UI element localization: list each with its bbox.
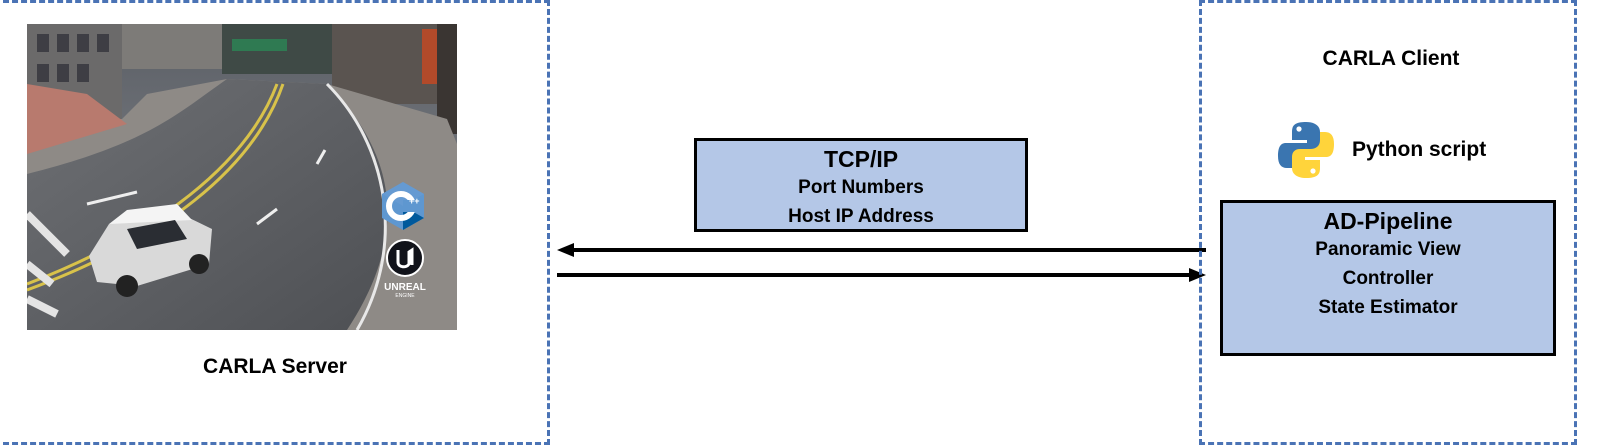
- tcp-ip-box: TCP/IP Port Numbers Host IP Address: [694, 138, 1028, 232]
- carla-client-panel: CARLA Client: [1199, 0, 1577, 445]
- unreal-engine-icon: [386, 239, 424, 277]
- carla-client-title: CARLA Client: [1322, 47, 1460, 70]
- carla-server-title: CARLA Server: [203, 355, 347, 378]
- python-script-label: Python script: [1352, 138, 1487, 161]
- unreal-engine-logo: UNREAL ENGINE: [377, 238, 433, 299]
- arrow-server-to-client: [557, 268, 1206, 282]
- carla-server-panel: CARLA Server: [0, 0, 550, 445]
- unreal-logo-text: UNREAL: [384, 282, 426, 293]
- carla-simulation-image: ++ UNREAL ENGINE: [27, 24, 457, 330]
- cpp-logo-icon: ++: [382, 182, 424, 230]
- arrow-client-to-server: [557, 243, 1206, 257]
- pipeline-item-state-estimator: State Estimator: [1318, 297, 1458, 318]
- unreal-logo-subtext: ENGINE: [395, 293, 415, 299]
- ad-pipeline-box: AD-Pipeline Panoramic View Controller St…: [1220, 200, 1556, 356]
- python-logo-icon: [1278, 122, 1334, 178]
- pipeline-item-panoramic-view: Panoramic View: [1315, 239, 1461, 260]
- tcp-ip-title: TCP/IP: [823, 146, 899, 172]
- host-ip-label: Host IP Address: [788, 206, 934, 227]
- svg-text:++: ++: [409, 196, 420, 206]
- python-script-row: Python script: [1276, 118, 1486, 182]
- pipeline-item-controller: Controller: [1342, 268, 1434, 289]
- ad-pipeline-title: AD-Pipeline: [1323, 208, 1453, 234]
- car-illustration: [89, 204, 212, 297]
- port-numbers-label: Port Numbers: [798, 177, 924, 198]
- city-street-scene: [27, 24, 457, 330]
